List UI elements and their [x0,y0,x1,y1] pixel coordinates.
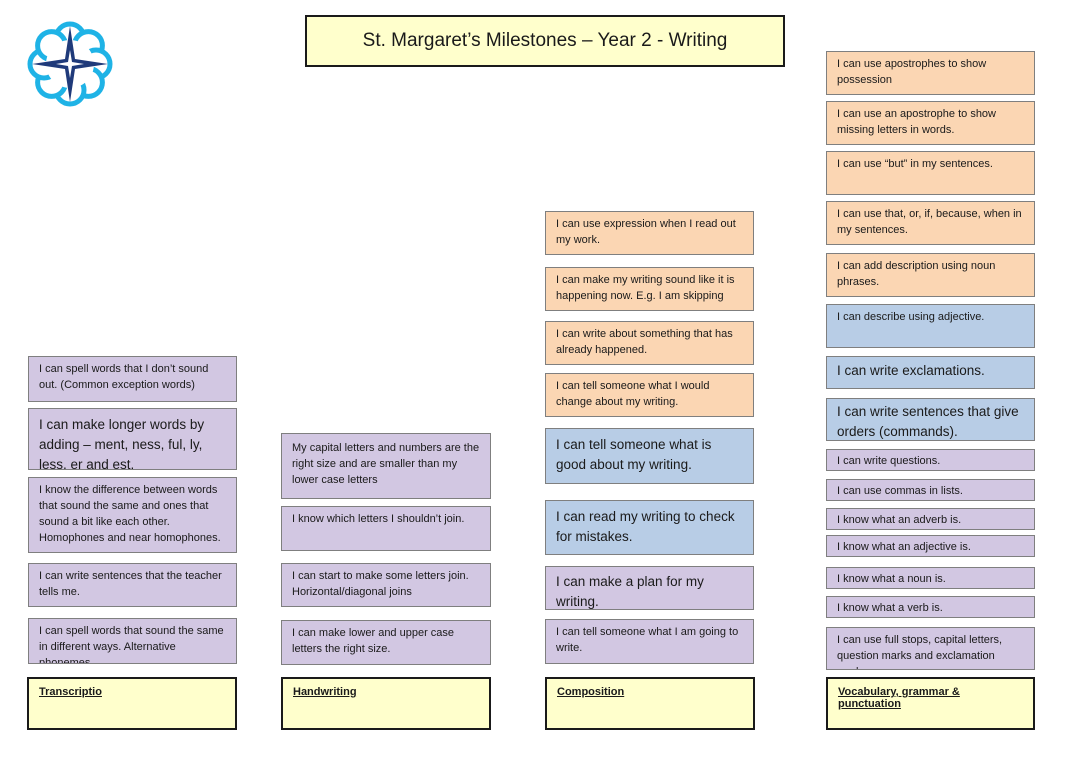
milestone-card: I can make my writing sound like it is h… [545,267,754,311]
milestone-card: I can use apostrophes to show possession [826,51,1035,95]
milestone-card: I can tell someone what I am going to wr… [545,619,754,664]
milestone-card: I can make lower and upper case letters … [281,620,491,665]
milestone-card: I can use expression when I read out my … [545,211,754,255]
milestone-card: I know which letters I shouldn’t join. [281,506,491,551]
milestone-card: I know what an adjective is. [826,535,1035,557]
milestone-card: I can tell someone what is good about my… [545,428,754,484]
milestone-card: I can use that, or, if, because, when in… [826,201,1035,245]
column-header-composition: Composition [545,677,755,730]
milestone-card: I know what an adverb is. [826,508,1035,530]
school-logo-icon [26,20,114,108]
milestone-card: I know what a noun is. [826,567,1035,589]
milestone-card: I can write questions. [826,449,1035,471]
milestone-card: I can spell words that I don’t sound out… [28,356,237,402]
milestone-card: I can start to make some letters join. H… [281,563,491,607]
milestone-card: I know the difference between words that… [28,477,237,553]
column-header-handwriting: Handwriting [281,677,491,730]
milestone-card: I can make a plan for my writing. [545,566,754,610]
milestone-card: I can use “but” in my sentences. [826,151,1035,195]
column-header-vocabulary-grammar-punctuation: Vocabulary, grammar & punctuation [826,677,1035,730]
milestone-card: I know what a verb is. [826,596,1035,618]
milestone-card: I can add description using noun phrases… [826,253,1035,297]
milestone-card: I can spell words that sound the same in… [28,618,237,664]
column-header-transcription: Transcriptio [27,677,237,730]
milestone-card: I can use an apostrophe to show missing … [826,101,1035,145]
milestone-card: I can use full stops, capital letters, q… [826,627,1035,670]
milestone-card: I can write sentences that the teacher t… [28,563,237,607]
milestone-card: I can tell someone what I would change a… [545,373,754,417]
milestone-card: I can describe using adjective. [826,304,1035,348]
milestone-card: I can use commas in lists. [826,479,1035,501]
milestone-card: I can make longer words by adding – ment… [28,408,237,470]
milestone-card: I can write sentences that give orders (… [826,398,1035,441]
milestone-card: I can read my writing to check for mista… [545,500,754,555]
milestone-card: I can write about something that has alr… [545,321,754,365]
page-title: St. Margaret’s Milestones – Year 2 - Wri… [305,15,785,67]
milestone-card: My capital letters and numbers are the r… [281,433,491,499]
milestone-card: I can write exclamations. [826,356,1035,389]
